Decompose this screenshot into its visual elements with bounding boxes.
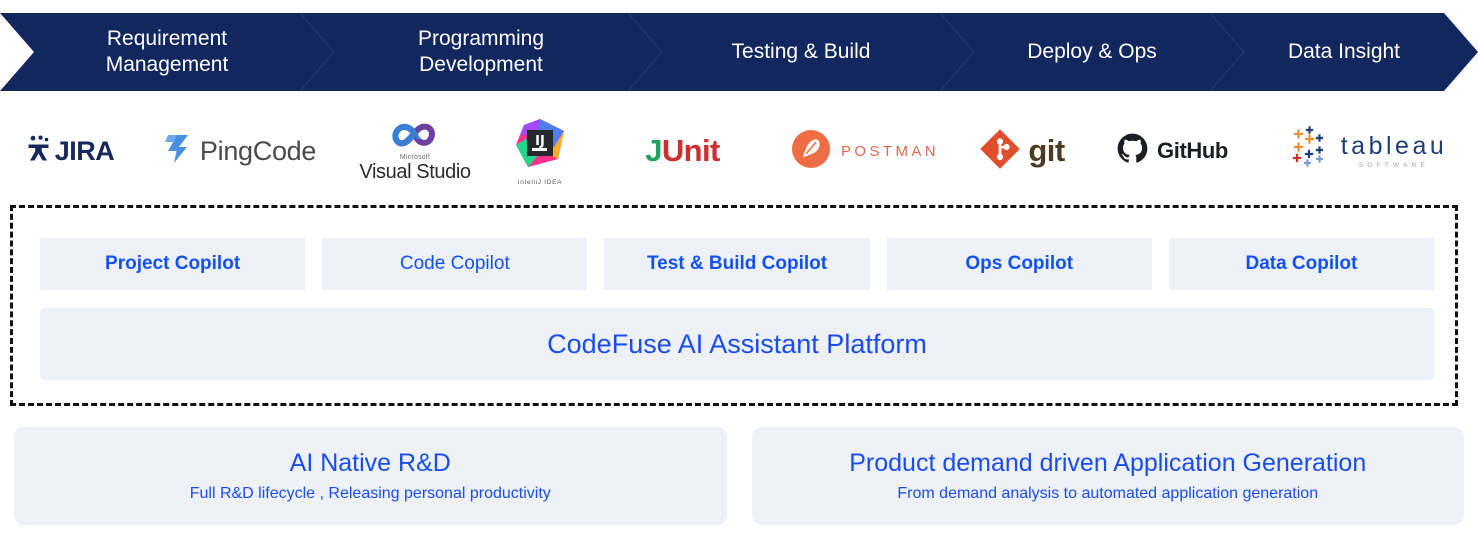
junit-letters-unit: Unit [661, 133, 720, 168]
copilot-label: Code Copilot [399, 253, 510, 274]
tableau-icon [1286, 125, 1332, 177]
pipeline-stage-testing-build[interactable]: Testing & Build [628, 13, 974, 91]
stage-label: Deploy & Ops [1021, 39, 1163, 65]
codefuse-platform-bar[interactable]: CodeFuse AI Assistant Platform [40, 308, 1434, 380]
stage-label-line1: Deploy & Ops [1027, 40, 1157, 64]
jira-wordmark: JIRA [54, 135, 115, 166]
git-lockup: git [980, 128, 1065, 174]
outcome-panel-application-generation[interactable]: Product demand driven Application Genera… [751, 427, 1464, 525]
pingcode-wordmark: PingCode [199, 135, 317, 166]
visual-studio-vendor: Microsoft [399, 153, 431, 161]
copilot-label: Data Copilot [1245, 253, 1358, 274]
codefuse-platform-region: Project Copilot Code Copilot Test & Buil… [10, 205, 1458, 406]
outcome-panel-ai-native-rd[interactable]: AI Native R&D Full R&D lifecycle , Relea… [14, 427, 727, 525]
stage-label: Testing & Build [726, 39, 877, 65]
stage-label-line1: Data Insight [1287, 40, 1401, 64]
platform-label: CodeFuse AI Assistant Platform [547, 328, 927, 359]
git-icon [980, 128, 1021, 174]
jira-icon [26, 135, 52, 168]
stage-label-line1: Testing & Build [731, 40, 871, 64]
visual-studio-infinity-icon [379, 121, 451, 154]
stage-label-line1: Programming [417, 27, 545, 51]
jira-lockup: JIRA [26, 135, 115, 168]
logo-tableau[interactable]: tableau SOFTWARE [1255, 112, 1478, 190]
panel-subtitle: Full R&D lifecycle , Releasing personal … [189, 485, 551, 502]
copilot-card-ops[interactable]: Ops Copilot [886, 238, 1152, 290]
pingcode-lockup: PingCode [164, 134, 316, 169]
svg-text:IJ: IJ [535, 134, 545, 149]
copilot-label: Test & Build Copilot [646, 253, 828, 274]
git-wordmark: git [1028, 133, 1065, 168]
pipeline-stage-programming-development[interactable]: Programming Development [300, 13, 662, 91]
pipeline-stage-requirement-management[interactable]: Requirement Management [0, 13, 334, 91]
logo-github[interactable]: GitHub [1090, 112, 1255, 190]
stage-label: Data Insight [1282, 39, 1406, 65]
stage-label: Requirement Management [100, 26, 235, 77]
stage-label: Programming Development [412, 26, 550, 77]
tool-logo-strip: JIRA PingCode Microsoft [0, 112, 1478, 190]
panel-subtitle: From demand analysis to automated applic… [897, 485, 1319, 502]
intellij-idea-icon: IJ [514, 117, 566, 174]
copilot-card-data[interactable]: Data Copilot [1168, 238, 1435, 290]
pipeline-stage-deploy-ops[interactable]: Deploy & Ops [940, 13, 1244, 91]
postman-lockup: POSTMAN [791, 129, 939, 174]
tableau-lockup: tableau SOFTWARE [1286, 125, 1448, 177]
copilot-card-code[interactable]: Code Copilot [322, 238, 588, 290]
github-wordmark: GitHub [1157, 138, 1228, 163]
copilot-label: Project Copilot [105, 253, 241, 274]
github-icon [1117, 133, 1148, 169]
outcome-panels: AI Native R&D Full R&D lifecycle , Relea… [14, 427, 1464, 525]
logo-pingcode[interactable]: PingCode [140, 112, 340, 190]
visual-studio-wordmark: Visual Studio [359, 160, 471, 183]
logo-git[interactable]: git [955, 112, 1090, 190]
stage-label-line2: Management [105, 53, 229, 76]
pipeline-banner: Requirement Management Programming Devel… [0, 13, 1478, 91]
panel-title: Product demand driven Application Genera… [849, 449, 1367, 477]
intellij-caption: IntelliJ IDEA [517, 178, 563, 186]
intellij-lockup: IJ IntelliJ IDEA [514, 117, 566, 186]
logo-junit[interactable]: JUnit [590, 112, 775, 190]
copilot-row: Project Copilot Code Copilot Test & Buil… [40, 238, 1435, 290]
logo-visual-studio[interactable]: Microsoft Visual Studio [340, 112, 490, 190]
logo-intellij-idea[interactable]: IJ IntelliJ IDEA [490, 112, 590, 190]
github-lockup: GitHub [1117, 133, 1228, 169]
stage-label-line1: Requirement [106, 27, 228, 51]
stage-label-line2: Development [419, 53, 543, 76]
logo-postman[interactable]: POSTMAN [775, 112, 955, 190]
copilot-card-test-build[interactable]: Test & Build Copilot [604, 238, 870, 290]
pipeline-stage-data-insight[interactable]: Data Insight [1210, 13, 1478, 91]
panel-title: AI Native R&D [289, 449, 451, 477]
visual-studio-lockup: Microsoft Visual Studio [359, 121, 471, 183]
copilot-card-project[interactable]: Project Copilot [40, 238, 306, 290]
tableau-text: tableau SOFTWARE [1340, 131, 1448, 169]
junit-wordmark: JUnit [645, 133, 720, 169]
logo-jira[interactable]: JIRA [0, 112, 140, 190]
visual-studio-text: Microsoft [400, 154, 430, 162]
pingcode-icon [164, 134, 191, 169]
tableau-subtitle: SOFTWARE [1358, 161, 1430, 169]
tableau-wordmark: tableau [1340, 131, 1448, 160]
copilot-label: Ops Copilot [965, 253, 1074, 274]
postman-icon [791, 129, 831, 174]
junit-letter-j: J [645, 133, 662, 168]
postman-wordmark: POSTMAN [841, 142, 939, 160]
